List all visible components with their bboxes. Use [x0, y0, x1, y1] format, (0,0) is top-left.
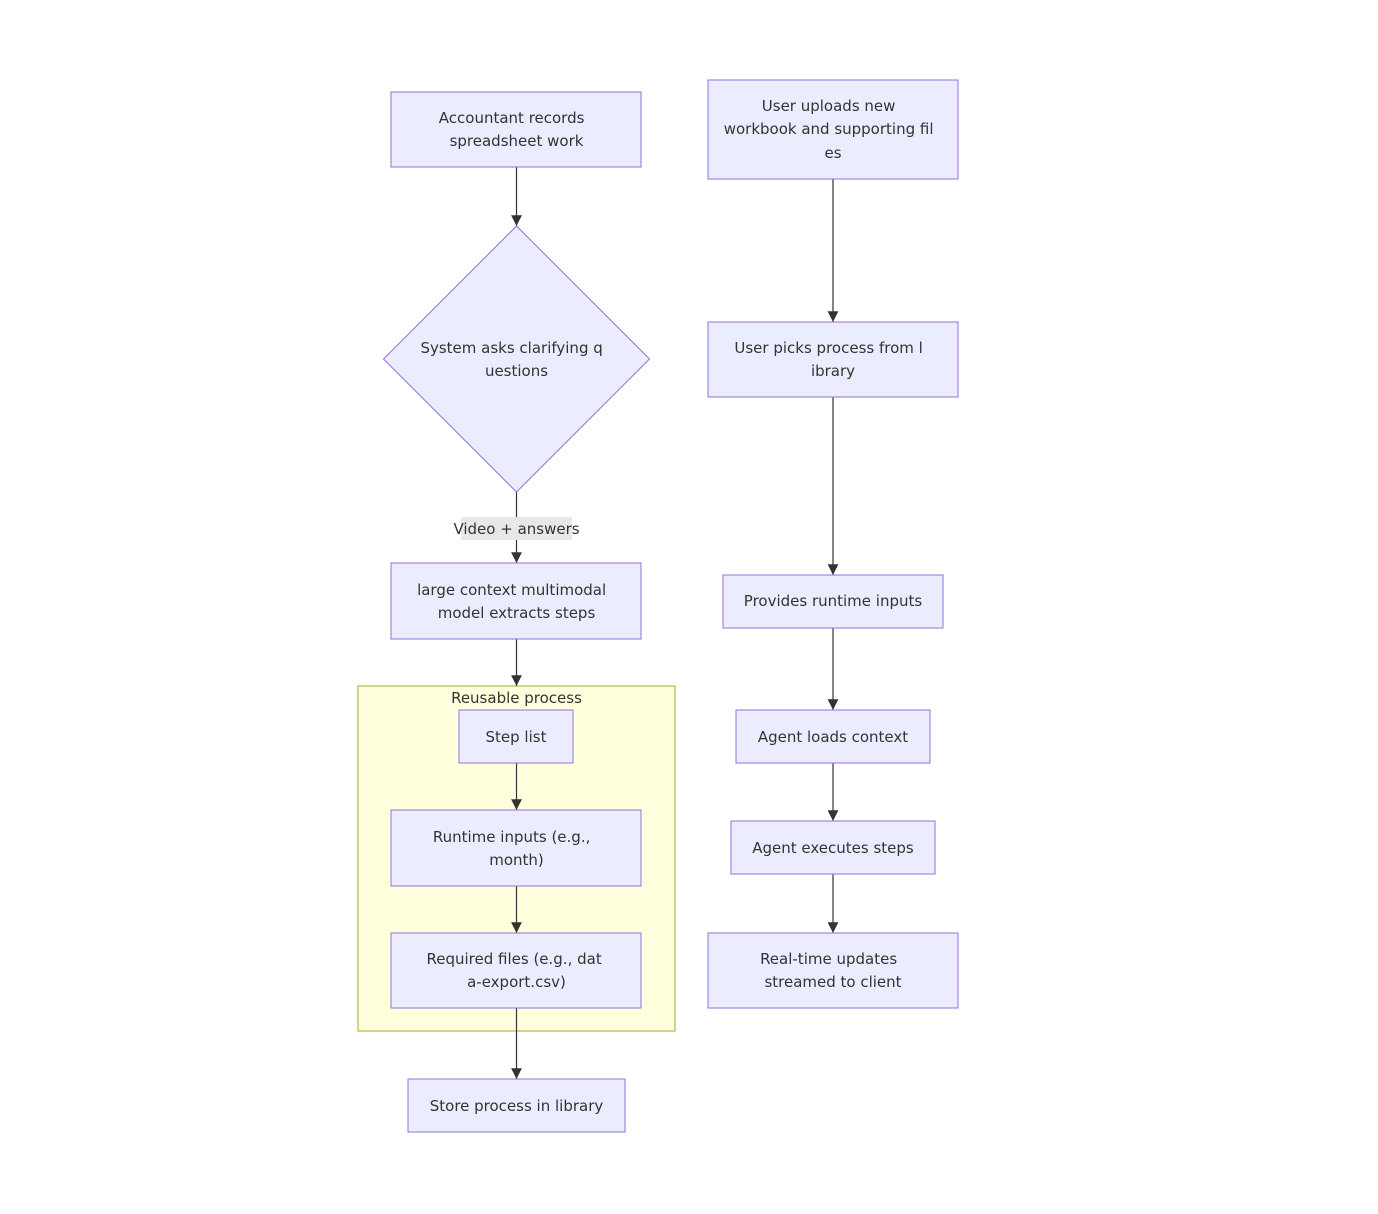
- svg-text:User picks process from l: User picks process from l ibrary: [734, 339, 927, 380]
- svg-text:System asks clarifying q: System asks clarifying q uestions: [420, 339, 607, 380]
- node-model-extracts: large context multimodal model extracts …: [390, 562, 642, 640]
- node-runtime-inputs-line2: month): [489, 851, 544, 869]
- node-user-picks-line1: User picks process from l: [734, 339, 922, 357]
- node-realtime-updates-line2: streamed to client: [764, 973, 901, 991]
- node-user-uploads: User uploads new workbook and supporting…: [707, 79, 959, 180]
- node-system-asks-decision: System asks clarifying q uestions: [382, 225, 651, 493]
- node-realtime-updates-line1: Real-time updates: [760, 950, 897, 968]
- node-provides-inputs: Provides runtime inputs: [722, 574, 944, 629]
- cluster-title: Reusable process: [451, 689, 582, 707]
- node-accountant-records-line2: spreadsheet work: [450, 132, 584, 150]
- node-system-asks-line1: System asks clarifying q: [420, 339, 602, 357]
- node-runtime-inputs-def: Runtime inputs (e.g., month): [390, 809, 642, 887]
- node-agent-loads: Agent loads context: [735, 709, 931, 764]
- svg-text:Runtime inputs (e.g., mo: Runtime inputs (e.g., month): [433, 828, 595, 869]
- svg-text:User uploads new workboo: User uploads new workbook and supporting…: [724, 97, 939, 162]
- node-required-files-line1: Required files (e.g., dat: [426, 950, 601, 968]
- svg-text:Real-time updates stream: Real-time updates streamed to client: [760, 950, 902, 991]
- node-runtime-inputs-line1: Runtime inputs (e.g.,: [433, 828, 591, 846]
- node-step-list: Step list: [458, 709, 574, 764]
- node-accountant-records-line1: Accountant records: [439, 109, 585, 127]
- node-required-files-line2: a-export.csv): [467, 973, 566, 991]
- node-model-extracts-line2: model extracts steps: [438, 604, 596, 622]
- node-user-picks: User picks process from l ibrary: [707, 321, 959, 398]
- node-accountant-records: Accountant records spreadsheet work: [390, 91, 642, 168]
- node-model-extracts-line1: large context multimodal: [417, 581, 606, 599]
- edge-label-text: Video + answers: [453, 520, 579, 538]
- node-agent-loads-label: Agent loads context: [758, 728, 908, 746]
- node-system-asks-line2: uestions: [485, 362, 548, 380]
- node-user-uploads-line1: User uploads new: [762, 97, 896, 115]
- node-provides-inputs-label: Provides runtime inputs: [744, 592, 923, 610]
- svg-text:Required files (e.g., dat: Required files (e.g., dat a-export.csv): [426, 950, 606, 991]
- node-user-picks-line2: ibrary: [811, 362, 855, 380]
- node-agent-executes-label: Agent executes steps: [752, 839, 914, 857]
- node-step-list-label: Step list: [486, 728, 547, 746]
- node-store-process: Store process in library: [407, 1078, 626, 1133]
- node-realtime-updates: Real-time updates streamed to client: [707, 932, 959, 1009]
- node-user-uploads-line3: es: [824, 144, 841, 162]
- svg-text:large context multimodal: large context multimodal model extracts …: [417, 581, 611, 622]
- svg-text:Accountant records sprea: Accountant records spreadsheet work: [439, 109, 589, 150]
- node-user-uploads-line2: workbook and supporting fil: [724, 120, 934, 138]
- node-required-files: Required files (e.g., dat a-export.csv): [390, 932, 642, 1009]
- node-agent-executes: Agent executes steps: [730, 820, 936, 875]
- edge-label-video-answers: Video + answers: [453, 517, 580, 540]
- node-store-process-label: Store process in library: [430, 1097, 604, 1115]
